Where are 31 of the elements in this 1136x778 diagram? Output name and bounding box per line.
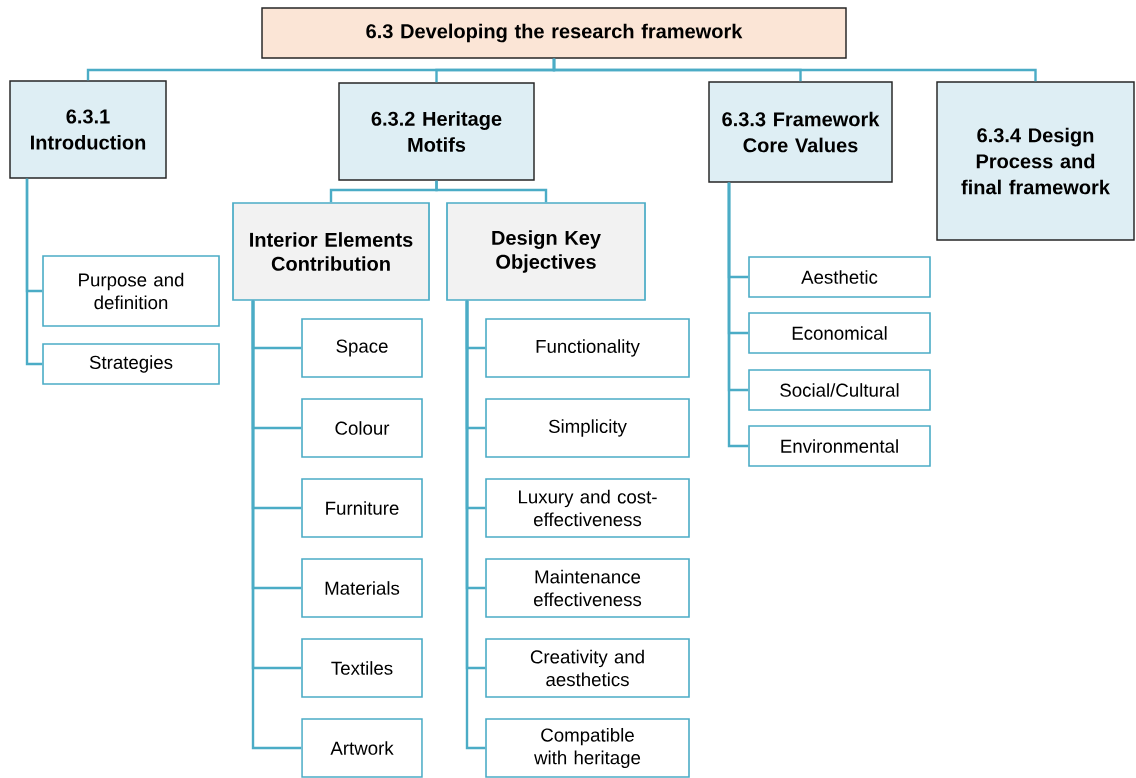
subsection-box: Interior Elements Contribution (232, 202, 430, 301)
connector-line (465, 300, 486, 750)
connector-line (727, 182, 749, 448)
item-box: Environmental (748, 425, 931, 467)
item-box: Aesthetic (748, 256, 931, 298)
item-box: Luxury and cost-effectiveness (485, 478, 690, 538)
connector-line (552, 58, 1037, 82)
section-box: 6.3.1 Introduction (9, 80, 167, 179)
item-box: Materials (301, 558, 423, 618)
item-box: Space (301, 318, 423, 378)
title-box: 6.3 Developing the research framework (261, 7, 847, 59)
section-box: 6.3.3 Framework Core Values (708, 81, 893, 183)
connector-line (435, 180, 548, 203)
item-box: Simplicity (485, 398, 690, 458)
item-box: Social/Cultural (748, 369, 931, 411)
item-box: Strategies (42, 343, 220, 385)
connector-line (25, 178, 43, 366)
item-box: Artwork (301, 718, 423, 778)
item-box: Furniture (301, 478, 423, 538)
connector-line (251, 300, 302, 750)
item-box: Compatible with heritage (485, 718, 690, 778)
item-box: Economical (748, 312, 931, 354)
subsection-box: Design Key Objectives (446, 202, 646, 301)
item-box: Creativity and aesthetics (485, 638, 690, 698)
section-box: 6.3.4 Design Process and final framework (936, 81, 1135, 241)
item-box: Maintenance effectiveness (485, 558, 690, 618)
section-box: 6.3.2 Heritage Motifs (338, 82, 535, 181)
item-box: Purpose and definition (42, 255, 220, 327)
item-box: Colour (301, 398, 423, 458)
item-box: Functionality (485, 318, 690, 378)
item-box: Textiles (301, 638, 423, 698)
